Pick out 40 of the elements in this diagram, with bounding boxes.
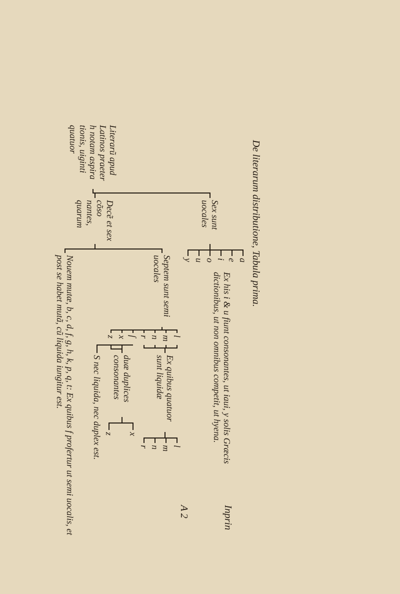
bracket-entry: Sex sunt uocales (200, 200, 220, 242)
letter-entry: x (117, 335, 127, 343)
letter-entry: e (227, 258, 237, 266)
brace-line (96, 344, 134, 354)
letter-entry: u (194, 258, 204, 266)
catchword: Inprin (222, 505, 232, 530)
brace-line (110, 326, 162, 334)
letter-entry: l (172, 445, 182, 453)
brace-line (64, 244, 96, 254)
title: De literarum distributione, Tabula prima. (250, 140, 260, 307)
letter-entry: a (238, 258, 248, 266)
bracket-entry: Literarũ apud Latinos praeter h notam aspira tionis, uiginti quatuor (68, 125, 118, 187)
letter-entry: l (172, 335, 182, 343)
letter-entry: r (139, 335, 149, 343)
bracket-entry: duæ duplices consonantes (112, 355, 132, 415)
letter-entry: m (161, 445, 171, 453)
brace-line (92, 188, 96, 198)
bracket-entry: Septem sunt semi uocales (152, 255, 172, 325)
letter-entry: z (104, 432, 114, 440)
brace-line (188, 244, 210, 256)
brace-line (110, 344, 122, 354)
letter-entry: x (128, 432, 138, 440)
brace-line (108, 416, 122, 430)
letter-entry: i (216, 258, 226, 266)
letter-entry: r (139, 445, 149, 453)
letter-entry: ſ (128, 335, 138, 343)
letter-entry: o (205, 258, 215, 266)
letter-entry: n (150, 335, 160, 343)
bracket-entry: Decẽ et sex cõso nantes, quarum (75, 200, 115, 242)
letter-entry: m (161, 335, 171, 343)
brace-line (144, 432, 166, 444)
bracket-entry: S nec liquida, nec duplex est. (92, 355, 102, 495)
signature-mark: A 2 (178, 505, 188, 518)
note-text: Ex his i & u fiunt consonantes, ut iaui, y solis Græcis dictionibus, ut non omnibus competit, ut hyena. (212, 272, 232, 466)
brace-line (162, 326, 166, 334)
letter-entry: y (183, 258, 193, 266)
letter-entry: n (150, 445, 160, 453)
brace-line (144, 344, 166, 354)
letter-entry: z (106, 335, 116, 343)
bracket-entry: Nouem mutæ, b, c, d, f, g, h, k, p, q, t: Ex quibus f profertur ut semi uocalis, et post se habet mutã, cũ liquida iungitur est. (55, 255, 75, 545)
